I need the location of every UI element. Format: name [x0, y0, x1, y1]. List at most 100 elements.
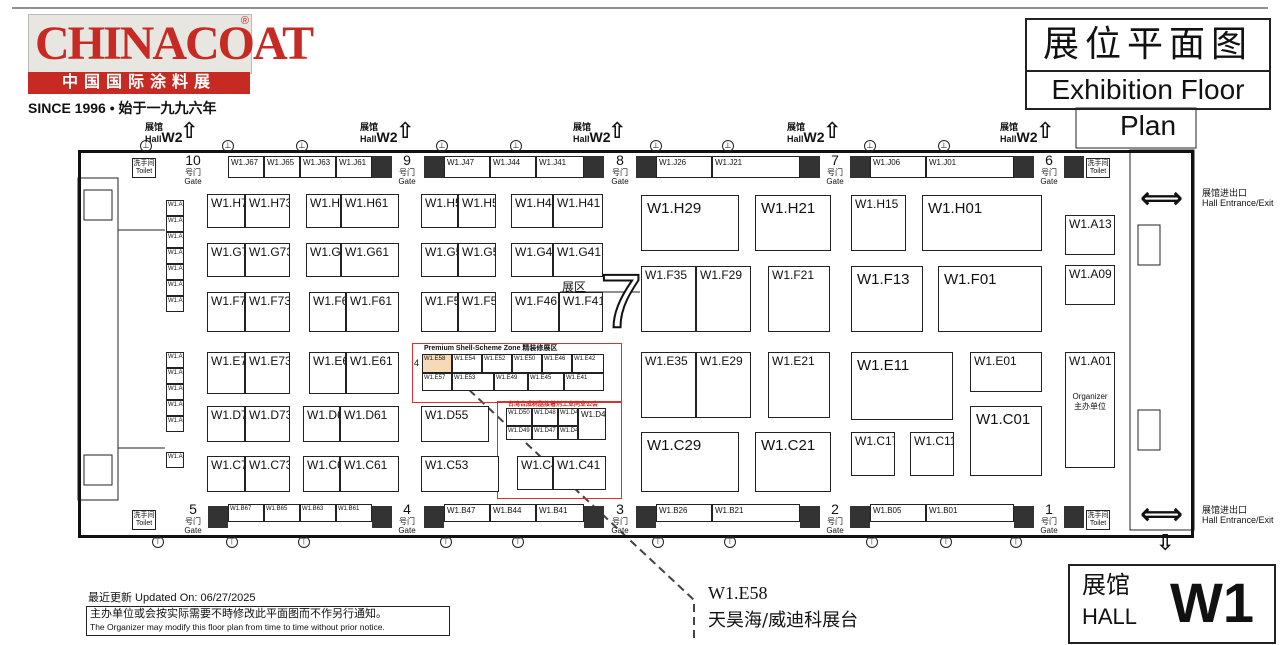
- booth-w1-e35[interactable]: W1.E35: [641, 352, 696, 418]
- booth-w1-j67[interactable]: W1.J67: [228, 156, 264, 178]
- booth-w1-d77[interactable]: W1.D77: [207, 406, 245, 442]
- booth-w1-g73[interactable]: W1.G73: [245, 243, 290, 277]
- booth-w1-c17[interactable]: W1.C17: [851, 432, 895, 476]
- booth-w1-a03[interactable]: W1.A03: [166, 416, 184, 432]
- booth-w1-f67[interactable]: W1.F67: [309, 292, 346, 332]
- booth-w1-a01-left[interactable]: W1.A01: [166, 452, 184, 468]
- booth-w1-e29[interactable]: W1.E29: [696, 352, 751, 418]
- booth-w1-b26[interactable]: W1.B26: [656, 504, 712, 522]
- booth-w1-a71[interactable]: W1.A71: [166, 232, 184, 248]
- booth-w1-e01[interactable]: W1.E01: [970, 352, 1042, 392]
- booth-w1-h77[interactable]: W1.H77: [207, 194, 245, 228]
- booth-w1-c29[interactable]: W1.C29: [641, 432, 739, 492]
- booth-w1-b63[interactable]: W1.B63: [300, 504, 336, 522]
- booth-w1-h47[interactable]: W1.H47: [511, 194, 553, 228]
- booth-w1-h53[interactable]: W1.H53: [458, 194, 496, 228]
- booth-w1-g61[interactable]: W1.G61: [341, 243, 399, 277]
- booth-w1-h57[interactable]: W1.H57: [421, 194, 458, 228]
- booth-w1-e41[interactable]: W1.E41: [564, 373, 604, 391]
- booth-w1-a13-left[interactable]: W1.A13: [166, 296, 184, 312]
- booth-w1-d61[interactable]: W1.D61: [340, 406, 399, 442]
- booth-w1-d47[interactable]: W1.D47: [532, 426, 558, 440]
- booth-w1-j44[interactable]: W1.J44: [490, 156, 536, 178]
- booth-w1-j01[interactable]: W1.J01: [926, 156, 1014, 178]
- booth-w1-e53[interactable]: W1.E53: [452, 373, 494, 391]
- booth-w1-b21[interactable]: W1.B21: [712, 504, 800, 522]
- booth-w1-f29[interactable]: W1.F29: [696, 266, 751, 332]
- booth-w1-b67[interactable]: W1.B67: [228, 504, 264, 522]
- booth-w1-d41[interactable]: W1.D41: [578, 408, 606, 440]
- booth-w1-f53[interactable]: W1.F53: [458, 292, 496, 332]
- booth-w1-a07[interactable]: W1.A07: [166, 384, 184, 400]
- booth-w1-d48[interactable]: W1.D48: [532, 408, 558, 426]
- booth-w1-f46[interactable]: W1.F46: [511, 292, 559, 332]
- booth-w1-a75[interactable]: W1.A75: [166, 200, 184, 216]
- booth-w1-h41[interactable]: W1.H41: [553, 194, 603, 228]
- booth-w1-c53[interactable]: W1.C53: [421, 456, 499, 492]
- booth-w1-c11[interactable]: W1.C11: [910, 432, 954, 476]
- booth-w1-b44[interactable]: W1.B44: [490, 504, 536, 522]
- booth-w1-e61[interactable]: W1.E61: [346, 352, 399, 394]
- booth-w1-e42[interactable]: W1.E42: [572, 354, 604, 373]
- booth-w1-h67[interactable]: W1.H67: [306, 194, 341, 228]
- booth-w1-b61[interactable]: W1.B61: [336, 504, 372, 522]
- booth-w1-d45[interactable]: W1.D45: [558, 426, 578, 440]
- booth-w1-c67[interactable]: W1.C67: [303, 456, 340, 492]
- booth-w1-a17[interactable]: W1.A17: [166, 264, 184, 280]
- booth-w1-g53[interactable]: W1.G53: [458, 243, 496, 277]
- booth-w1-j26[interactable]: W1.J26: [656, 156, 712, 178]
- booth-w1-j41[interactable]: W1.J41: [536, 156, 584, 178]
- booth-w1-h21[interactable]: W1.H21: [755, 195, 831, 251]
- booth-w1-d49[interactable]: W1.D49: [506, 426, 532, 440]
- booth-w1-j06[interactable]: W1.J06: [870, 156, 926, 178]
- booth-w1-e45[interactable]: W1.E45: [528, 373, 564, 391]
- booth-w1-e11[interactable]: W1.E11: [851, 352, 953, 420]
- booth-w1-e58[interactable]: W1.E58: [422, 354, 452, 373]
- booth-w1-j61[interactable]: W1.J61: [336, 156, 372, 178]
- booth-w1-d50[interactable]: W1.D50: [506, 408, 532, 426]
- booth-w1-c01[interactable]: W1.C01: [970, 406, 1042, 476]
- booth-w1-c47[interactable]: W1.C47: [517, 456, 553, 490]
- booth-w1-e77[interactable]: W1.E77: [207, 352, 245, 394]
- booth-w1-b05[interactable]: W1.B05: [870, 504, 926, 522]
- booth-w1-g77[interactable]: W1.G77: [207, 243, 245, 277]
- booth-w1-a13[interactable]: W1.A13: [1065, 215, 1115, 255]
- booth-w1-e21[interactable]: W1.E21: [768, 352, 830, 418]
- booth-w1-j65[interactable]: W1.J65: [264, 156, 300, 178]
- booth-w1-g47[interactable]: W1.G47: [511, 243, 553, 277]
- booth-w1-c77[interactable]: W1.C77: [207, 456, 245, 492]
- booth-w1-j63[interactable]: W1.J63: [300, 156, 336, 178]
- booth-w1-a11[interactable]: W1.A11: [166, 352, 184, 368]
- booth-w1-a15[interactable]: W1.A15: [166, 280, 184, 296]
- booth-w1-e73[interactable]: W1.E73: [245, 352, 290, 394]
- booth-w1-f01[interactable]: W1.F01: [938, 266, 1042, 332]
- booth-w1-j21[interactable]: W1.J21: [712, 156, 800, 178]
- booth-w1-b47[interactable]: W1.B47: [444, 504, 490, 522]
- booth-w1-d46[interactable]: W1.D46: [558, 408, 578, 426]
- booth-w1-f41[interactable]: W1.F41: [559, 292, 603, 332]
- booth-w1-f13[interactable]: W1.F13: [851, 266, 923, 332]
- booth-w1-e57[interactable]: W1.E57: [422, 373, 452, 391]
- booth-w1-e54[interactable]: W1.E54: [452, 354, 482, 373]
- booth-w1-h61[interactable]: W1.H61: [341, 194, 399, 228]
- booth-w1-d55[interactable]: W1.D55: [421, 406, 489, 442]
- booth-w1-c61[interactable]: W1.C61: [340, 456, 399, 492]
- booth-w1-e67[interactable]: W1.E67: [309, 352, 346, 394]
- booth-w1-e46[interactable]: W1.E46: [542, 354, 572, 373]
- booth-w1-c21[interactable]: W1.C21: [755, 432, 831, 492]
- booth-w1-f35[interactable]: W1.F35: [641, 266, 696, 332]
- booth-w1-j47[interactable]: W1.J47: [444, 156, 490, 178]
